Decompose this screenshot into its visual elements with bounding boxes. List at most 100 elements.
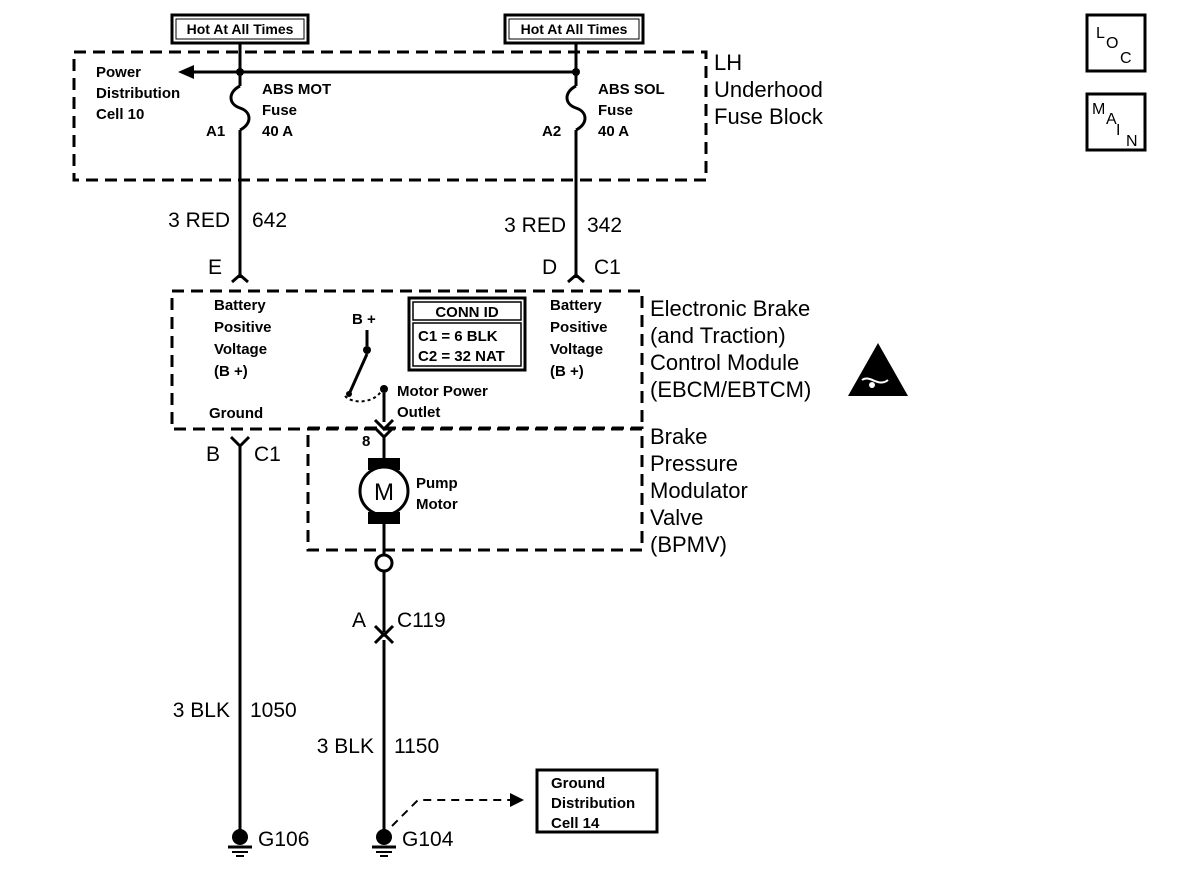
svg-text:Distribution: Distribution [96,85,180,102]
conn-id-box: CONN ID C1 = 6 BLK C2 = 32 NAT [407,296,527,372]
fuse-block-label: LH Underhood Fuse Block [714,50,824,129]
ground-distribution-box[interactable]: Ground Distribution Cell 14 [535,768,659,834]
switch-dotted-link [344,389,383,403]
g104-label: G104 [402,828,454,851]
g106-label: G106 [258,828,309,851]
svg-text:Voltage: Voltage [550,341,603,358]
svg-text:LH: LH [714,50,742,75]
svg-text:Cell 10: Cell 10 [96,106,144,123]
abs-mot-fuse-label: ABS MOT Fuse 40 A A1 [206,81,331,140]
bpmv-terminal [374,553,394,573]
wire-342-circuit: 342 [587,214,622,237]
esd-warning-icon [848,343,908,396]
svg-text:Motor Power: Motor Power [397,383,488,400]
connector-b-c1-symbol [229,435,251,449]
connector-d-symbol [567,273,585,284]
pin-8-label: 8 [362,433,370,450]
power-distribution-label: Power Distribution Cell 10 [96,64,180,123]
svg-text:A: A [1106,111,1117,128]
svg-text:Power: Power [96,64,141,81]
motor-power-outlet-label: Motor Power Outlet [397,383,488,421]
svg-text:Control Module: Control Module [650,350,799,375]
connector-c1-top-label: C1 [594,256,621,279]
ground-distribution-link [391,799,512,827]
svg-text:Distribution: Distribution [551,795,635,812]
svg-text:C2 = 32 NAT: C2 = 32 NAT [418,348,505,365]
abs-sol-fuse-label: ABS SOL Fuse 40 A A2 [542,81,665,140]
svg-text:Fuse Block: Fuse Block [714,104,824,129]
svg-text:(BPMV): (BPMV) [650,532,727,557]
svg-text:Positive: Positive [214,319,272,336]
wire-1050-gauge: 3 BLK [173,699,230,722]
svg-text:Battery: Battery [550,297,602,314]
wire-1050-circuit: 1050 [250,699,297,722]
svg-text:CONN ID: CONN ID [435,304,499,321]
wire-342-gauge: 3 RED [504,214,566,237]
pump-motor-m: M [374,479,394,506]
svg-text:A2: A2 [542,123,561,140]
svg-text:(B +): (B +) [550,363,584,380]
svg-text:Brake: Brake [650,424,707,449]
svg-text:Fuse: Fuse [598,102,633,119]
abs-sol-fuse-symbol [565,84,587,132]
connector-e-symbol [231,273,249,284]
svg-text:(EBCM/EBTCM): (EBCM/EBTCM) [650,377,811,402]
svg-text:C1 = 6 BLK: C1 = 6 BLK [418,328,498,345]
g106-ground-symbol [228,829,252,857]
svg-text:I: I [1116,122,1120,139]
svg-text:40 A: 40 A [598,123,629,140]
svg-text:ABS SOL: ABS SOL [598,81,665,98]
svg-text:ABS MOT: ABS MOT [262,81,331,98]
svg-text:C: C [1120,50,1132,67]
svg-text:M: M [1092,101,1105,118]
ebcm-left-bplus-label: Battery Positive Voltage (B +) [214,297,272,380]
svg-text:Modulator: Modulator [650,478,748,503]
svg-text:Underhood: Underhood [714,77,823,102]
fuse-block-boundary [72,50,708,182]
ground-distribution-arrow [510,793,524,807]
bpmv-label: Brake Pressure Modulator Valve (BPMV) [650,424,748,557]
svg-text:Electronic Brake: Electronic Brake [650,296,810,321]
svg-text:(B +): (B +) [214,363,248,380]
power-distribution-arrow [178,65,194,79]
svg-text:Pump: Pump [416,475,458,492]
connector-a-label: A [352,609,366,632]
svg-text:Fuse: Fuse [262,102,297,119]
switch-blade [348,353,369,393]
bpmv-boundary [306,426,644,552]
svg-text:Motor: Motor [416,496,458,513]
hot-at-all-times-right: Hot At All Times [503,13,645,45]
svg-text:Voltage: Voltage [214,341,267,358]
switch-bplus-label: B + [352,311,376,328]
svg-text:(and Traction): (and Traction) [650,323,786,348]
svg-text:L: L [1096,25,1105,42]
svg-text:A1: A1 [206,123,225,140]
svg-text:Outlet: Outlet [397,404,440,421]
g104-ground-symbol [372,829,396,857]
svg-text:O: O [1106,35,1118,52]
connector-e-label: E [208,256,222,279]
ebcm-label: Electronic Brake (and Traction) Control … [650,296,811,402]
ebcm-right-bplus-label: Battery Positive Voltage (B +) [550,297,608,380]
svg-text:Ground: Ground [551,775,605,792]
switch-pivot [346,391,352,397]
wire-642-gauge: 3 RED [168,209,230,232]
motor-outlet-contact [380,385,388,393]
loc-icon[interactable]: L O C [1085,13,1147,73]
main-icon[interactable]: M A I N [1085,92,1147,152]
svg-text:Valve: Valve [650,505,703,530]
svg-text:Hot At All Times: Hot At All Times [521,21,628,37]
svg-text:Battery: Battery [214,297,266,314]
pump-motor-label: Pump Motor [416,475,458,513]
connector-d-label: D [542,256,557,279]
wire-642-circuit: 642 [252,209,287,232]
switch-top-contact [363,346,371,354]
hot-at-all-times-left: Hot At All Times [170,13,310,45]
connector-c1-bottom-label: C1 [254,443,281,466]
svg-text:Pressure: Pressure [650,451,738,476]
abs-mot-fuse-symbol [229,84,251,132]
svg-text:N: N [1126,133,1138,150]
connector-c119-label: C119 [397,609,446,632]
motor-bottom-brush [368,512,400,524]
